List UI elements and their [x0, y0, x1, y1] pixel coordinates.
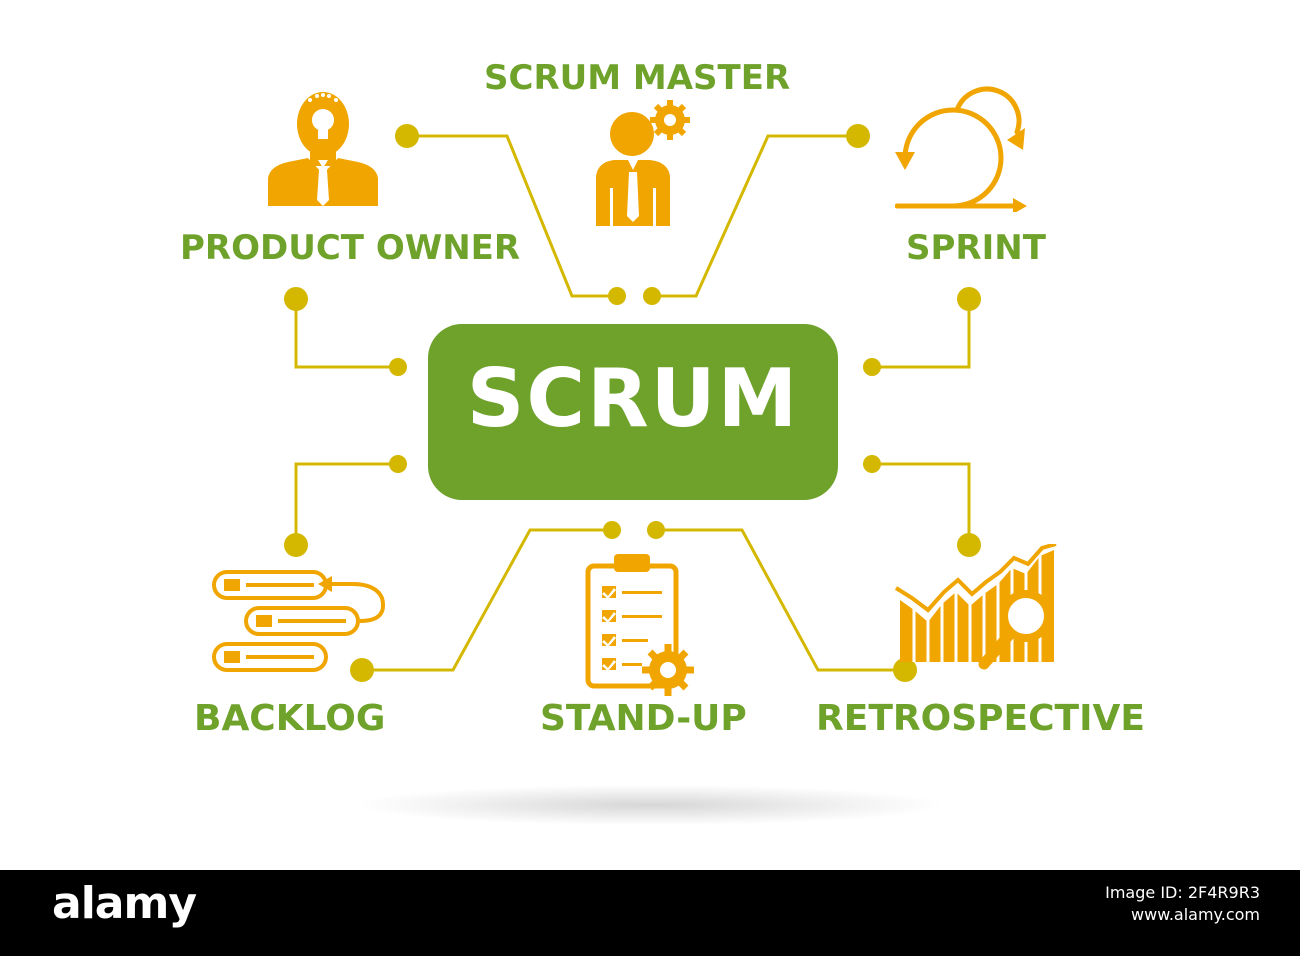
- checklist-gear-icon: [585, 554, 694, 696]
- connector-dot: [957, 533, 981, 557]
- floor-shadow: [360, 785, 940, 825]
- label-product-owner: PRODUCT OWNER: [180, 228, 521, 268]
- connector-retrospective: [872, 462, 971, 545]
- cycle-arrows-icon: [895, 86, 1027, 212]
- connector-dot: [389, 358, 407, 376]
- label-sprint: SPRINT: [906, 228, 1046, 268]
- connector-stand-up: [362, 528, 612, 672]
- connector-dot: [647, 521, 665, 539]
- label-retrospective: RETROSPECTIVE: [816, 698, 1145, 739]
- stacked-list-icon: [212, 570, 385, 672]
- connector-dot: [395, 124, 419, 148]
- connector-dot: [608, 287, 626, 305]
- connector-lines: [284, 124, 981, 682]
- diagram-canvas: SCRUM SCRUM MASTER PRODUCT OWNER SPRINT …: [180, 58, 1145, 825]
- connector-dot: [389, 455, 407, 473]
- label-stand-up: STAND-UP: [540, 698, 747, 739]
- connector-dot: [643, 287, 661, 305]
- connector-backlog: [294, 462, 398, 545]
- connector-dot: [284, 287, 308, 311]
- connector-dot: [893, 658, 917, 682]
- scrum-center-box: [428, 324, 838, 500]
- connector-dot: [863, 358, 881, 376]
- connector-dot: [284, 533, 308, 557]
- connector-scrum-master-left: [407, 134, 617, 298]
- connector-dot: [350, 658, 374, 682]
- label-backlog: BACKLOG: [194, 698, 386, 739]
- watermark-url: www.alamy.com: [1131, 905, 1260, 924]
- connector-paths: [294, 134, 971, 672]
- person-gear-icon: [596, 100, 690, 226]
- connector-dot: [863, 455, 881, 473]
- watermark-info: Image ID: 2F4R9R3 www.alamy.com: [1105, 882, 1260, 926]
- watermark-bar: [0, 870, 1300, 956]
- chart-magnifier-icon: [894, 544, 1057, 670]
- connector-dot: [603, 521, 621, 539]
- scrum-center-title: SCRUM: [466, 352, 800, 445]
- person-lightbulb-icon: [268, 92, 378, 206]
- connector-product-owner: [294, 299, 398, 369]
- connector-dot: [957, 287, 981, 311]
- label-scrum-master: SCRUM MASTER: [484, 58, 791, 98]
- watermark-image-id: Image ID: 2F4R9R3: [1105, 883, 1260, 902]
- connector-sprint: [872, 299, 971, 369]
- connector-dots: [284, 124, 981, 682]
- connector-retrospective-bottom: [656, 528, 905, 672]
- connector-scrum-master-right: [652, 134, 858, 298]
- connector-dot: [846, 124, 870, 148]
- watermark-logo: alamy: [52, 878, 197, 929]
